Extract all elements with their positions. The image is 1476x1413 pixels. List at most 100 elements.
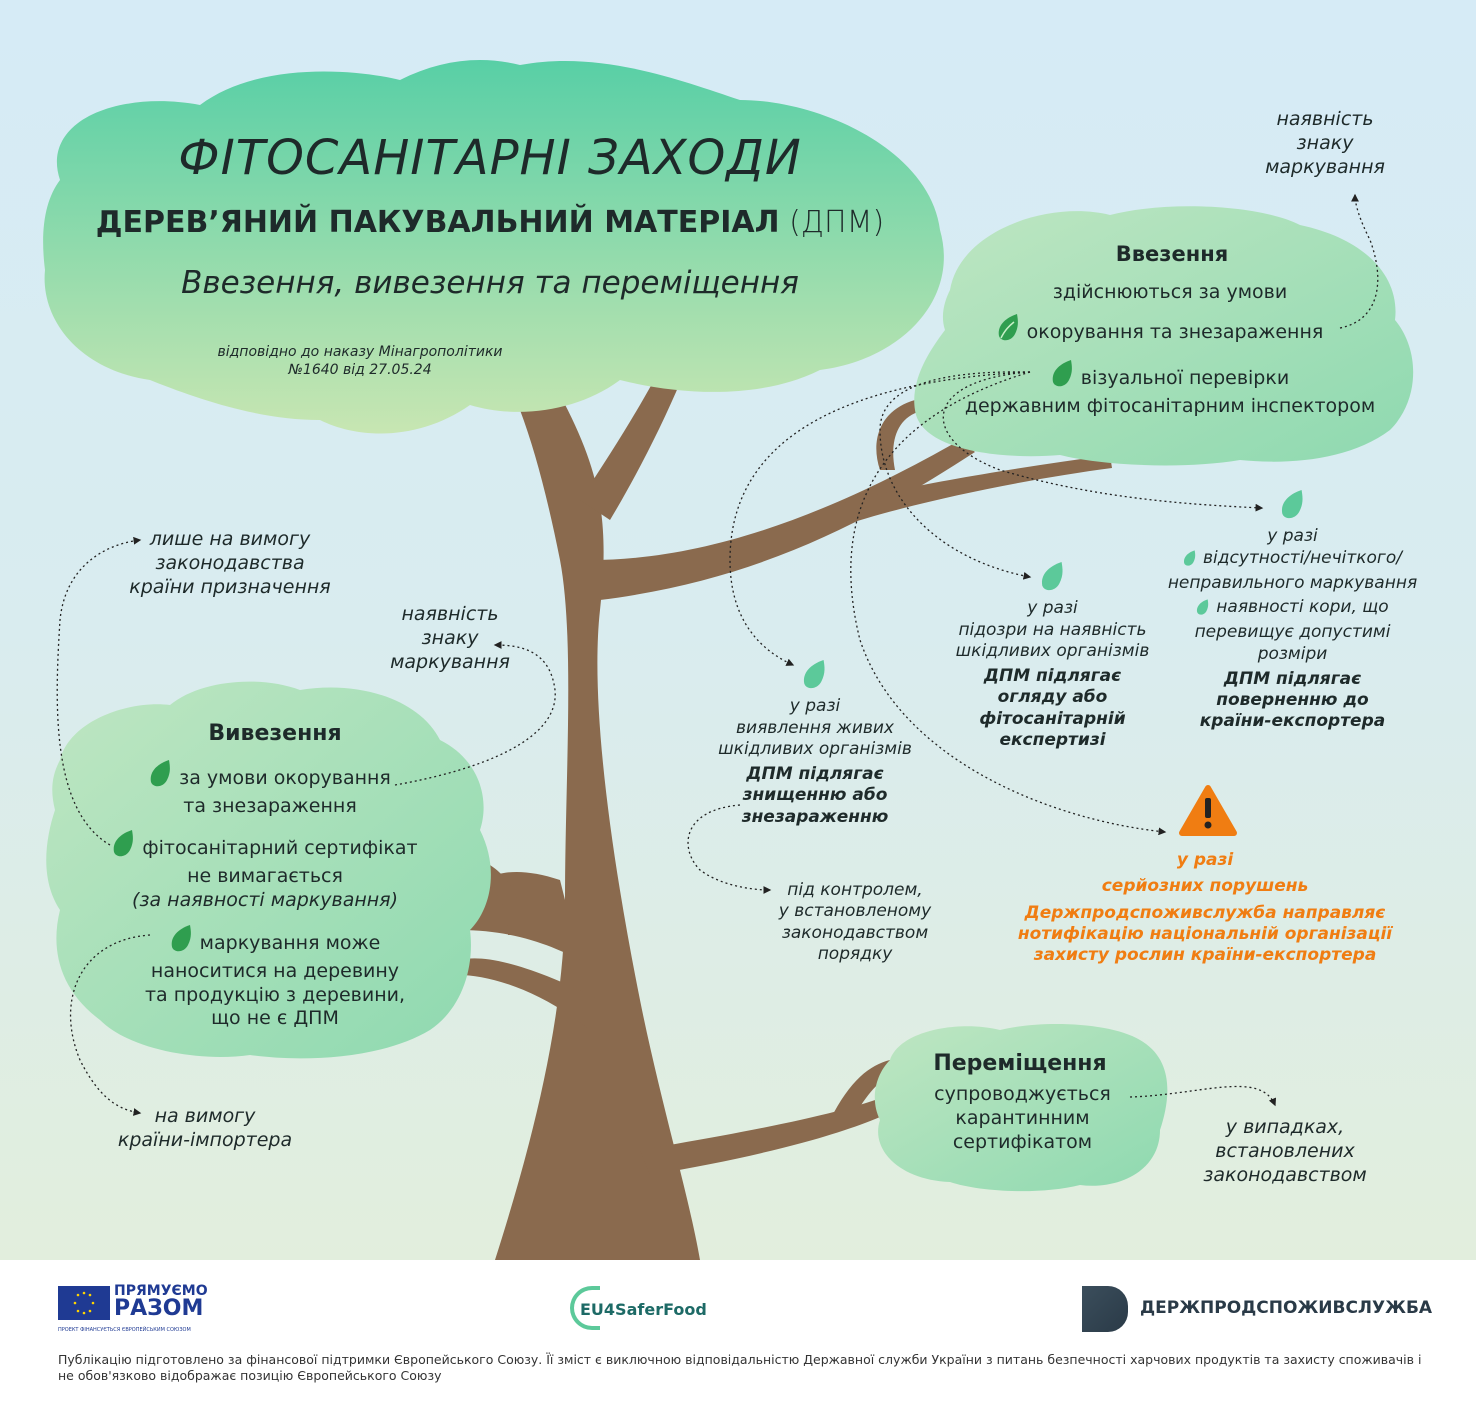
tagline: Ввезення, вивезення та переміщення xyxy=(181,265,799,301)
logo-small-text: ПРОЕКТ ФІНАНСУЄТЬСЯ ЄВРОПЕЙСЬКИМ СОЮЗОМ xyxy=(58,1327,191,1333)
note-line: знаку xyxy=(1296,131,1354,154)
leaf-icon xyxy=(705,660,925,696)
export-item-text: за умови окорування xyxy=(179,767,391,789)
movement-heading: Переміщення xyxy=(933,1051,1107,1076)
note-line: знаку xyxy=(421,626,479,649)
case-result: Держпродспоживслужба направляє xyxy=(1024,902,1386,923)
note-line: законодавством xyxy=(781,922,929,943)
export-item-text: фітосанітарний сертифікат xyxy=(142,837,418,859)
case-result: нотифікацію національній організації xyxy=(1017,923,1393,944)
case-result: огляду або xyxy=(997,687,1108,708)
logo-text: РАЗОМ xyxy=(114,1296,204,1321)
derzhprodspozhyvsluzhba-icon xyxy=(1082,1286,1128,1332)
note-line: у випадках, xyxy=(1225,1116,1345,1138)
case-cond: перевищує допустимі xyxy=(1194,622,1391,643)
import-canopy xyxy=(914,206,1414,466)
tree-trunk xyxy=(458,350,1112,1260)
case-when: у разі xyxy=(1267,526,1318,547)
logo-derzhprodspozhyvsluzhba: ДЕРЖПРОДСПОЖИВСЛУЖБА xyxy=(1140,1298,1433,1318)
import-item-2-text: державним фітосанітарним інспектором xyxy=(964,394,1376,417)
subtitle: ДЕРЕВ’ЯНИЙ ПАКУВАЛЬНИЙ МАТЕРІАЛ (ДПМ) xyxy=(60,204,920,242)
note-line: встановлених xyxy=(1215,1139,1355,1162)
export-item-text: маркування може xyxy=(199,932,381,954)
note-line: маркування xyxy=(390,650,510,673)
case-live-pests: у разі виявлення живих шкідливих організ… xyxy=(705,660,925,828)
case-cond: розміри xyxy=(1257,643,1328,664)
import-item-2-text: візуальної перевірки xyxy=(1080,367,1290,389)
leaf-icon xyxy=(997,314,1021,349)
leaf-icon xyxy=(1150,490,1435,526)
import-item-2: візуальної перевірки державним фітосаніта… xyxy=(930,360,1410,419)
case-result: знезараженню xyxy=(741,806,889,827)
export-item-text: та знезараження xyxy=(183,794,357,817)
note-line: під контролем, xyxy=(787,880,923,900)
disclaimer-line: Публікацію підготовлено за фінансової пі… xyxy=(58,1352,1422,1367)
case-cond: підозри на наявність xyxy=(958,619,1147,640)
leaf-icon xyxy=(940,562,1165,598)
eu-flag-icon xyxy=(58,1286,110,1320)
note-line: у встановленому xyxy=(778,901,932,922)
note-line: маркування xyxy=(1265,155,1385,178)
main-canopy xyxy=(43,60,944,434)
case-cond: шкідливих організмів xyxy=(955,640,1150,661)
case-cond: відсутності/нечіткого/ xyxy=(1203,547,1402,568)
export-item-text: не вимагається xyxy=(187,864,343,887)
note-line: законодавства xyxy=(155,551,305,574)
leaf-icon xyxy=(149,760,173,795)
movement-line: сертифікатом xyxy=(952,1130,1093,1153)
import-intro: здійснюються за умови xyxy=(1052,281,1288,303)
note-line: наявність xyxy=(1276,108,1374,130)
case-result: поверненню до xyxy=(1216,690,1369,710)
subtitle-abbr: (ДПМ) xyxy=(789,205,885,240)
import-item-1: окорування та знезараження xyxy=(975,314,1345,349)
note-line: порядку xyxy=(817,943,893,964)
case-cond: наявності кори, що xyxy=(1216,597,1389,617)
main-title: ФІТОСАНІТАРНІ ЗАХОДИ xyxy=(178,130,802,186)
note-line: наявність xyxy=(401,603,499,625)
logo-eu4saferfood: EU4SaferFood xyxy=(580,1300,707,1319)
note-line: країни-імпортера xyxy=(117,1128,293,1151)
movement-canopy xyxy=(874,1024,1168,1192)
order-line: №1640 від 27.05.24 xyxy=(288,361,432,378)
case-result: ДПМ підлягає xyxy=(983,666,1122,686)
tree-illustration xyxy=(43,60,1414,1260)
export-item-2: фітосанітарний сертифікат не вимагається(… xyxy=(90,830,440,912)
case-cond: неправильного маркування xyxy=(1167,572,1418,593)
export-item-note: (за наявності маркування) xyxy=(131,888,399,911)
dotted-arrows xyxy=(56,193,1379,1116)
export-item-1: за умови окорування та знезараження xyxy=(120,760,420,819)
export-item-text: наноситися на деревину xyxy=(150,959,400,982)
disclaimer: Публікацію підготовлено за фінансової пі… xyxy=(58,1352,1438,1385)
import-item-1-text: окорування та знезараження xyxy=(1026,321,1324,343)
eu4saferfood-icon xyxy=(570,1286,600,1330)
leaf-icon xyxy=(1196,599,1210,622)
case-when: у разі xyxy=(1027,598,1078,619)
disclaimer-line: не обов'язково відображає позицію Європе… xyxy=(58,1368,442,1384)
case-cond: серйозних порушень xyxy=(1101,876,1309,897)
case-marking: у разі відсутності/нечіткого/ неправильн… xyxy=(1150,490,1435,733)
case-when: у разі xyxy=(789,696,841,717)
case-serious: у разі серйозних порушень Держпродспожив… xyxy=(1000,850,1410,966)
leaf-icon xyxy=(112,830,136,865)
export-heading: Вивезення xyxy=(208,721,342,746)
case-result: експертизі xyxy=(999,729,1106,750)
leaf-icon xyxy=(170,925,194,960)
movement-line: супроводжується xyxy=(934,1083,1111,1105)
case-result: знищенню або xyxy=(742,785,888,806)
order-line: відповідно до наказу Мінагрополітики xyxy=(217,344,503,360)
export-item-text: що не є ДПМ xyxy=(211,1007,339,1030)
note-line: законодавством xyxy=(1203,1163,1367,1186)
logo-text: ПРЯМУЄМО xyxy=(114,1283,208,1299)
case-result: ДПМ підлягає xyxy=(1223,668,1362,689)
